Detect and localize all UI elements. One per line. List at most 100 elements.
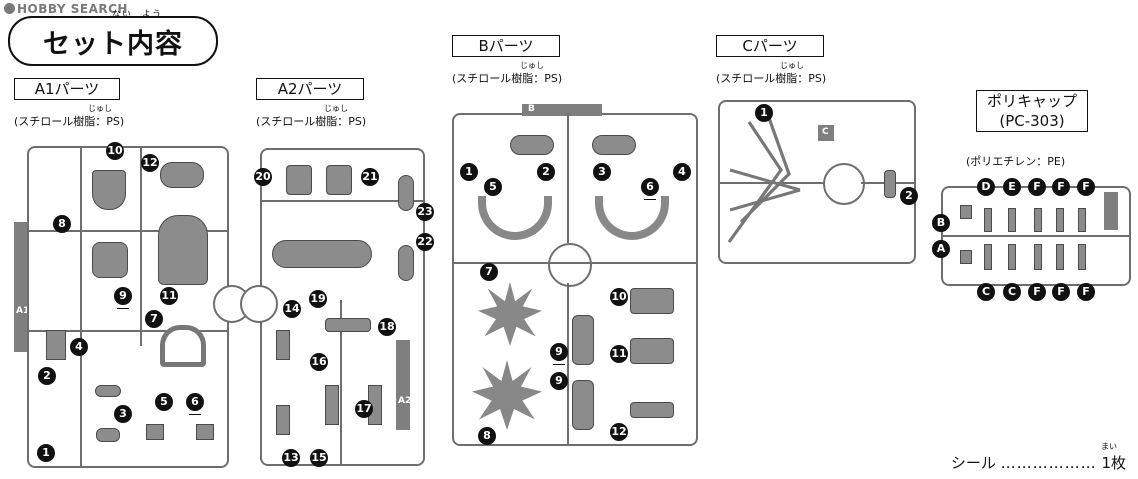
b-sprue bbox=[567, 113, 569, 243]
polycap-part bbox=[1008, 208, 1016, 232]
b-part-shape bbox=[510, 135, 554, 155]
b-part-number: 6 bbox=[641, 178, 659, 200]
polycap-part bbox=[1034, 208, 1042, 232]
a2-runner-tab bbox=[396, 340, 410, 430]
a1-furigana: じゅし bbox=[88, 104, 112, 113]
b-part-number: 4 bbox=[673, 163, 691, 181]
a1-parts-label: A1パーツ bbox=[14, 78, 120, 100]
a1-sprue bbox=[80, 146, 82, 468]
b-part-number: 5 bbox=[484, 178, 502, 196]
seal-furigana: まい bbox=[1101, 442, 1117, 451]
a2-part-number: 22 bbox=[416, 233, 434, 251]
a1-sprue bbox=[140, 146, 142, 346]
polycap-letter: F bbox=[1077, 283, 1095, 301]
a1-part-number: 7 bbox=[145, 310, 163, 328]
a1-part-shape bbox=[160, 325, 206, 367]
a1-part-number: 2 bbox=[38, 367, 56, 385]
b-part-number: 2 bbox=[537, 163, 555, 181]
a2-part-number: 16 bbox=[310, 353, 328, 371]
a1-runner-tab bbox=[14, 222, 28, 352]
a1-part-number: 12 bbox=[141, 154, 159, 172]
a1-part-number: 10 bbox=[106, 142, 124, 160]
a2-part-number: 14 bbox=[283, 300, 301, 318]
polycap-letter: C bbox=[1003, 283, 1021, 301]
b-gate-hole bbox=[548, 243, 592, 287]
c-material: (スチロール樹脂：PS) bbox=[716, 72, 827, 85]
a2-part-shape bbox=[272, 240, 372, 268]
a1-tab-text: A1 bbox=[16, 306, 30, 316]
a2-part-shape bbox=[326, 165, 352, 195]
a1-part-number: 8 bbox=[53, 215, 71, 233]
polycap-letter: B bbox=[932, 214, 950, 232]
c-part-number: 2 bbox=[900, 187, 918, 205]
b-sprue bbox=[452, 262, 698, 264]
b-part-number: 9 bbox=[550, 343, 568, 365]
b-part-shape bbox=[630, 402, 674, 418]
b-tab-text: B bbox=[528, 104, 535, 114]
a1-part-shape bbox=[92, 170, 126, 210]
a2-tab-text: A2 bbox=[398, 396, 412, 406]
polycap-part bbox=[1078, 244, 1086, 270]
a1-part-shape bbox=[160, 162, 204, 188]
a2-part-shape bbox=[398, 175, 414, 211]
a2-part-shape bbox=[325, 385, 339, 425]
polycap-letter: F bbox=[1052, 283, 1070, 301]
b-part-number: 3 bbox=[593, 163, 611, 181]
c-furigana: じゅし bbox=[780, 61, 804, 70]
polycap-letter: F bbox=[1077, 178, 1095, 196]
a2-sprue bbox=[340, 300, 342, 466]
a2-part-shape bbox=[276, 330, 290, 360]
polycap-letter: C bbox=[977, 283, 995, 301]
a2-part-shape bbox=[276, 405, 290, 435]
a1-part-number: 6 bbox=[186, 393, 204, 415]
b-furigana: じゅし bbox=[520, 61, 544, 70]
a2-part-number: 13 bbox=[282, 449, 300, 467]
polycap-part bbox=[1078, 208, 1086, 232]
a2-part-number: 19 bbox=[309, 290, 327, 308]
a2-part-shape bbox=[398, 245, 414, 281]
a1-part-number: 3 bbox=[114, 405, 132, 423]
polycap-label-line2: (PC-303) bbox=[999, 112, 1065, 130]
b-part-number: 9 bbox=[550, 372, 568, 390]
b-runner-tab bbox=[522, 104, 602, 116]
polycap-part bbox=[1034, 244, 1042, 270]
polycap-material: (ポリエチレン：PE) bbox=[966, 155, 1066, 168]
a1-material: (スチロール樹脂：PS) bbox=[14, 115, 125, 128]
a2-furigana: じゅし bbox=[324, 104, 348, 113]
a1-part-number: 1 bbox=[37, 444, 55, 462]
c-part-shape bbox=[884, 170, 896, 198]
a1-part-shape bbox=[92, 242, 128, 278]
a1-part-number: 9 bbox=[114, 287, 132, 309]
c-part-wings bbox=[727, 117, 801, 243]
polycap-letter: F bbox=[1028, 283, 1046, 301]
a2-part-number: 20 bbox=[254, 168, 272, 186]
polycap-letter: A bbox=[932, 240, 950, 258]
polycap-letter: F bbox=[1052, 178, 1070, 196]
polycap-tab bbox=[1104, 192, 1118, 230]
b-part-shape bbox=[592, 135, 636, 155]
a2-part-number: 17 bbox=[355, 400, 373, 418]
seal-count: 1枚 bbox=[1101, 454, 1126, 472]
polycap-label: ポリキャップ (PC-303) bbox=[976, 90, 1088, 132]
polycap-part bbox=[1056, 208, 1064, 232]
a2-part-shape bbox=[286, 165, 312, 195]
title-badge: セット内容 bbox=[8, 16, 218, 66]
a1-part-shape bbox=[95, 385, 121, 397]
a1-part-shape bbox=[158, 215, 208, 285]
b-part-number: 12 bbox=[610, 423, 628, 441]
polycap-part bbox=[984, 244, 992, 270]
a2-part-number: 18 bbox=[378, 318, 396, 336]
a1-part-shape bbox=[196, 424, 214, 440]
c-runner-tab bbox=[818, 125, 834, 141]
watermark-logo: HOBBY SEARCH bbox=[4, 2, 128, 16]
polycap-part bbox=[960, 205, 972, 219]
a1-part-shape bbox=[96, 428, 120, 442]
polycap-part bbox=[1056, 244, 1064, 270]
a2-parts-label: A2パーツ bbox=[256, 78, 364, 100]
a1-part-shape bbox=[46, 330, 66, 360]
a2-part-number: 23 bbox=[416, 203, 434, 221]
polycap-sprue bbox=[941, 235, 1131, 237]
a2-sprue bbox=[260, 200, 425, 202]
seal-line: シール ……………… 1枚 bbox=[951, 452, 1126, 473]
watermark-text: HOBBY SEARCH bbox=[17, 2, 128, 16]
